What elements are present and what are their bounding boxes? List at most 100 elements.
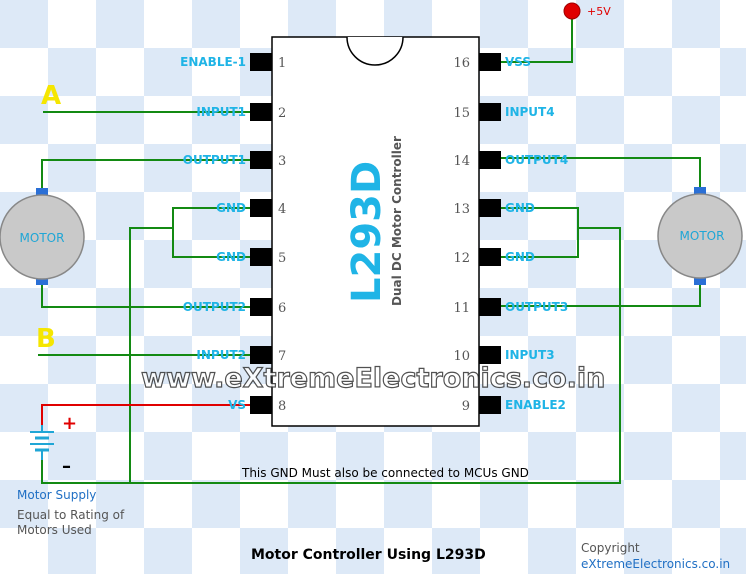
checker-tile <box>720 528 746 574</box>
pin-label-14: OUTPUT4 <box>505 153 568 167</box>
checker-tile <box>144 528 192 574</box>
checker-tile <box>144 48 192 96</box>
chip-description: Dual DC Motor Controller <box>390 136 404 306</box>
motor-left-terminal-bottom <box>36 276 48 285</box>
checker-tile <box>192 480 240 528</box>
checker-tile <box>96 192 144 240</box>
checker-tile <box>672 288 720 336</box>
checker-tile <box>672 0 720 48</box>
wire-vs <box>41 404 250 425</box>
pin-3 <box>250 151 272 169</box>
pin-number-5: 5 <box>278 251 286 266</box>
pin-4 <box>250 199 272 217</box>
motor-right: MOTOR <box>657 187 743 285</box>
chip-part-number: L293D <box>344 161 390 303</box>
checker-tile <box>576 0 624 48</box>
checker-tile <box>480 0 528 48</box>
checker-tile <box>96 0 144 48</box>
input-a-letter: A <box>41 81 61 111</box>
gnd-note: This GND Must also be connected to MCUs … <box>241 466 529 480</box>
pin-label-3: OUTPUT1 <box>183 153 246 167</box>
wire-output4 <box>500 157 701 190</box>
checker-tile <box>192 0 240 48</box>
battery-plus: + <box>62 413 77 434</box>
checker-tile <box>0 96 48 144</box>
pin-label-11: OUTPUT3 <box>505 300 568 314</box>
checker-tile <box>192 384 240 432</box>
pin-label-16: VSS <box>505 55 531 69</box>
pin-7 <box>250 346 272 364</box>
copyright-line1: Copyright <box>581 541 640 555</box>
wire-output1 <box>41 159 250 193</box>
motor-left-terminal-top <box>36 188 48 197</box>
checker-tile <box>96 96 144 144</box>
checker-tile <box>144 432 192 480</box>
pin-13 <box>479 199 501 217</box>
motor-supply-line1: Equal to Rating of <box>17 508 125 522</box>
pin-9 <box>479 396 501 414</box>
chip-pins: 1ENABLE-12INPUT13OUTPUT14GND5GND6OUTPUT2… <box>180 53 568 414</box>
checker-tile <box>528 48 576 96</box>
pin-label-8: VS <box>228 398 246 412</box>
checker-tile <box>720 144 746 192</box>
pin-label-15: INPUT4 <box>505 105 555 119</box>
checker-tile <box>480 480 528 528</box>
battery-minus: – <box>62 456 71 477</box>
motor-right-terminal-bottom <box>694 276 706 285</box>
checker-tile <box>576 288 624 336</box>
checker-tile <box>672 480 720 528</box>
checker-tile <box>336 432 384 480</box>
wire-vss <box>500 18 573 63</box>
wire-left-gnd-return <box>129 227 621 484</box>
checker-tile <box>288 480 336 528</box>
checker-tile <box>192 192 240 240</box>
pin-1 <box>250 53 272 71</box>
pin-11 <box>479 298 501 316</box>
supply-5v-label: +5V <box>587 5 611 18</box>
motor-right-body <box>657 193 743 279</box>
checker-tile <box>144 336 192 384</box>
pin-number-16: 16 <box>453 56 470 71</box>
motor-left-body <box>0 194 85 280</box>
checker-tile <box>336 528 384 574</box>
checker-tile <box>624 336 672 384</box>
motor-supply-line2: Motors Used <box>17 523 92 537</box>
pin-label-4: GND <box>216 201 246 215</box>
checker-tile <box>528 336 576 384</box>
wire-output3 <box>500 280 701 307</box>
pin-number-4: 4 <box>278 202 286 217</box>
checker-tile <box>528 528 576 574</box>
pin-number-8: 8 <box>278 399 286 414</box>
pin-15 <box>479 103 501 121</box>
checker-tile <box>384 480 432 528</box>
pin-number-7: 7 <box>278 349 286 364</box>
pin-number-10: 10 <box>453 349 470 364</box>
checker-tile <box>0 384 48 432</box>
pin-14 <box>479 151 501 169</box>
pin-number-6: 6 <box>278 301 286 316</box>
pin-number-11: 11 <box>453 301 470 316</box>
chip-notch <box>346 36 404 66</box>
checker-tile <box>96 384 144 432</box>
checker-tile <box>432 432 480 480</box>
wires <box>38 18 701 484</box>
pin-label-1: ENABLE-1 <box>180 55 246 69</box>
checker-tile <box>96 288 144 336</box>
pin-number-13: 13 <box>453 202 470 217</box>
pin-number-9: 9 <box>462 399 470 414</box>
checker-tile <box>0 480 48 528</box>
checker-tile <box>144 240 192 288</box>
motor-right-label: MOTOR <box>680 229 725 243</box>
pin-label-5: GND <box>216 250 246 264</box>
pin-number-1: 1 <box>278 56 286 71</box>
motor-right-terminal-top <box>694 187 706 196</box>
checker-tile <box>240 528 288 574</box>
checker-tile <box>672 384 720 432</box>
motor-left: MOTOR <box>0 188 85 285</box>
pin-number-12: 12 <box>453 251 470 266</box>
checker-tile <box>0 0 48 48</box>
checker-tile <box>0 288 48 336</box>
checker-tile <box>240 432 288 480</box>
pin-10 <box>479 346 501 364</box>
